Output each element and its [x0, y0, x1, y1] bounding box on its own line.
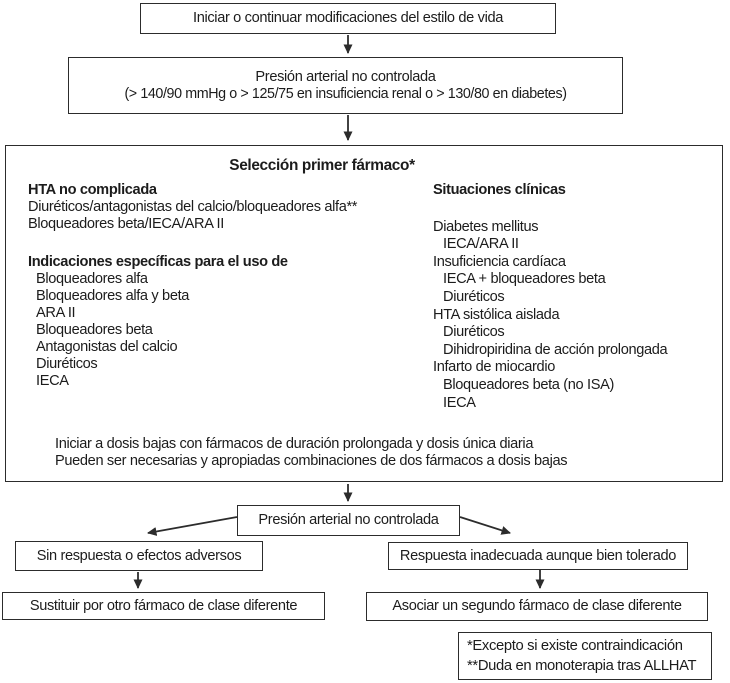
- spacer: [28, 233, 357, 254]
- bp-uncontrolled-criteria: (> 140/90 mmHg o > 125/75 en insuficienc…: [124, 85, 567, 102]
- clinical-item: Insuficiencia cardíaca: [433, 253, 566, 270]
- drug-item: Bloqueadores alfa y beta: [36, 288, 190, 304]
- bp-uncontrolled-2-box: Presión arterial no controlada: [237, 505, 460, 536]
- footnotes-box: *Excepto si existe contraindicación **Du…: [458, 632, 712, 680]
- add-second-drug-label: Asociar un segundo fármaco de clase dife…: [392, 598, 682, 614]
- dosing-advice-line: Pueden ser necesarias y apropiadas combi…: [55, 453, 568, 469]
- no-response-label: Sin respuesta o efectos adversos: [36, 547, 242, 564]
- lifestyle-modifications-label: Iniciar o continuar modificaciones del e…: [193, 10, 503, 26]
- drug-item: Bloqueadores alfa: [36, 271, 148, 287]
- dosing-advice-line: Iniciar a dosis bajas con fármacos de du…: [55, 436, 534, 452]
- right-column: Situaciones clínicas Diabetes mellitus I…: [433, 182, 668, 412]
- clinical-item: Infarto de miocardio: [433, 359, 555, 376]
- bp-uncontrolled-2-label: Presión arterial no controlada: [258, 512, 439, 528]
- drug-item: Diuréticos: [36, 356, 98, 372]
- drug-item: IECA: [36, 373, 69, 389]
- clinical-item: HTA sistólica aislada: [433, 306, 560, 323]
- inadequate-response-box: Respuesta inadecuada aunque bien tolerad…: [388, 542, 688, 570]
- inadequate-response-label: Respuesta inadecuada aunque bien tolerad…: [399, 547, 677, 564]
- selection-title: Selección primer fármaco*: [229, 157, 415, 174]
- add-second-drug-box: Asociar un segundo fármaco de clase dife…: [366, 592, 708, 621]
- bp-uncontrolled-line1: Presión arterial no controlada: [255, 68, 436, 85]
- bp-uncontrolled-box: Presión arterial no controlada (> 140/90…: [68, 57, 623, 114]
- heading-clinical-situations: Situaciones clínicas: [433, 182, 566, 198]
- clinical-item: IECA/ARA II: [443, 236, 519, 253]
- clinical-item: Dihidropiridina de acción prolongada: [443, 341, 668, 358]
- left-column: HTA no complicada Diuréticos/antagonista…: [28, 182, 357, 390]
- uncomplicated-line: Diuréticos/antagonistas del calcio/bloqu…: [28, 199, 358, 215]
- lifestyle-modifications-box: Iniciar o continuar modificaciones del e…: [140, 3, 556, 34]
- clinical-item: Diuréticos: [443, 288, 505, 305]
- substitute-drug-label: Sustituir por otro fármaco de clase dife…: [29, 597, 298, 614]
- arrow-bp2-to-right-branch: [459, 516, 511, 535]
- footnote-line: *Excepto si existe contraindicación: [467, 638, 683, 654]
- clinical-item: IECA + bloqueadores beta: [443, 271, 606, 288]
- first-drug-selection-box: Selección primer fármaco* HTA no complic…: [5, 145, 723, 482]
- footnote-line: **Duda en monoterapia tras ALLHAT: [467, 658, 697, 674]
- substitute-drug-box: Sustituir por otro fármaco de clase dife…: [2, 592, 325, 620]
- drug-item: Antagonistas del calcio: [36, 339, 178, 355]
- drug-item: ARA II: [36, 305, 76, 321]
- clinical-item: Diabetes mellitus: [433, 218, 539, 235]
- dosing-advice: Iniciar a dosis bajas con fármacos de du…: [55, 436, 568, 470]
- heading-hta-no-complicada: HTA no complicada: [28, 182, 157, 198]
- heading-specific-indications: Indicaciones específicas para el uso de: [28, 254, 288, 270]
- clinical-item: IECA: [443, 394, 476, 411]
- clinical-item: Diuréticos: [443, 324, 505, 341]
- arrow-bp2-to-left-branch: [147, 516, 238, 536]
- uncomplicated-line: Bloqueadores beta/IECA/ARA II: [28, 216, 224, 232]
- spacer: [433, 200, 667, 219]
- clinical-item: Bloqueadores beta (no ISA): [443, 376, 615, 393]
- no-response-box: Sin respuesta o efectos adversos: [15, 541, 263, 571]
- drug-item: Bloqueadores beta: [36, 322, 153, 338]
